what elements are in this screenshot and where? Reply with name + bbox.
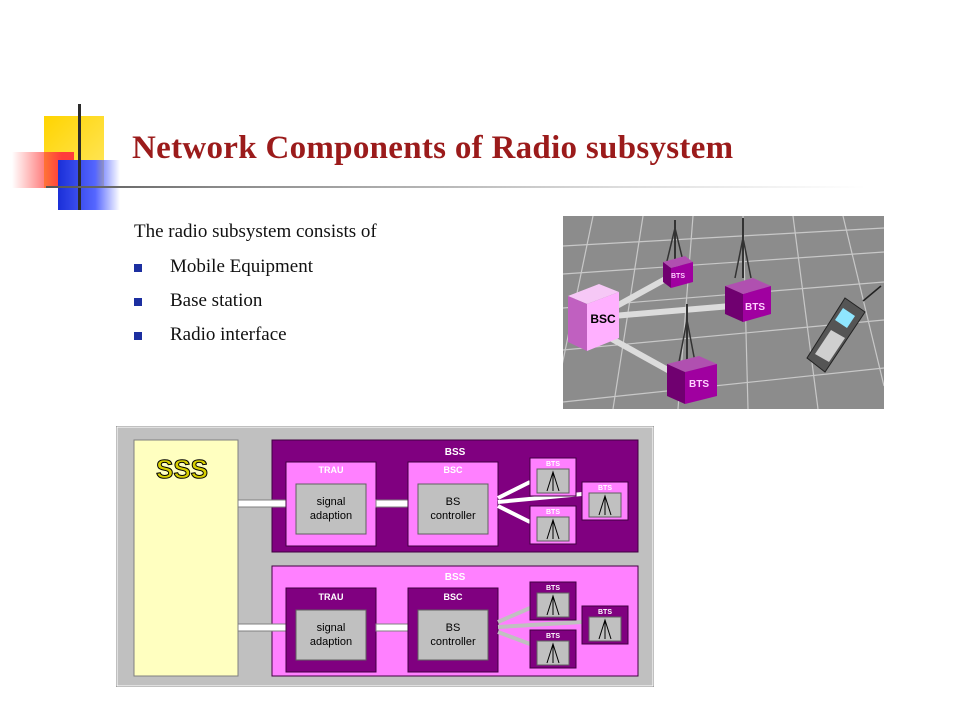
network-links — [600, 273, 734, 377]
bts-box: BTS — [529, 457, 577, 497]
trau-label: TRAU — [319, 592, 344, 602]
bts-label: BTS — [598, 609, 612, 616]
intro-text: The radio subsystem consists of — [134, 221, 377, 242]
bullet-square-icon — [134, 264, 142, 272]
sss-label: SSS — [156, 454, 208, 484]
bsc-label: BSC — [590, 312, 616, 326]
sss-block: SSS — [133, 439, 239, 677]
bts-label: BTS — [671, 273, 685, 280]
slide-title: Network Components of Radio subsystem — [132, 130, 734, 166]
bts-node: BTS — [667, 304, 717, 404]
bsc-text: controller — [430, 510, 476, 522]
bts-label: BTS — [546, 461, 560, 468]
mobile-phone-icon — [806, 285, 882, 373]
bss-block-diagram: SSS BSS TRAU signal adaption BSC BS cont… — [116, 426, 654, 687]
trau-text: signal — [317, 622, 346, 634]
bts-box: BTS — [529, 505, 577, 545]
bts-label: BTS — [598, 485, 612, 492]
bsc-node: BSC — [568, 284, 619, 351]
bts-label: BTS — [546, 585, 560, 592]
bts-box: BTS — [529, 581, 577, 621]
title-underline — [46, 186, 866, 188]
bsc-label: BSC — [443, 465, 463, 475]
bullet-list: Mobile Equipment Base station Radio inte… — [134, 256, 313, 358]
bss-block-dark: BSS TRAU signal adaption BSC BS controll… — [237, 439, 639, 553]
trau-text: adaption — [310, 510, 352, 522]
trau-text: signal — [317, 496, 346, 508]
bsc-text: controller — [430, 636, 476, 648]
bsc-text: BS — [446, 496, 461, 508]
bullet-item: Radio interface — [134, 324, 313, 358]
bts-label: BTS — [689, 379, 709, 390]
bullet-square-icon — [134, 332, 142, 340]
bss-block-light: BSS TRAU signal adaption BSC BS controll… — [237, 565, 639, 677]
bts-label: BTS — [546, 633, 560, 640]
network-3d-figure: BSC BTS BTS BTS — [563, 216, 884, 409]
bullet-item: Base station — [134, 290, 313, 324]
bts-box: BTS — [529, 629, 577, 669]
bullet-item: Mobile Equipment — [134, 256, 313, 290]
bts-box: BTS — [581, 605, 629, 645]
bts-node: BTS — [663, 220, 693, 288]
decor-blue-square — [58, 160, 120, 210]
bts-label: BTS — [546, 509, 560, 516]
bsc-text: BS — [446, 622, 461, 634]
trau-text: adaption — [310, 636, 352, 648]
bts-boxes: BTS BTS BTS BTS BTS BTS — [529, 457, 629, 669]
trau-label: TRAU — [319, 465, 344, 475]
bss-label: BSS — [445, 572, 466, 583]
bts-node: BTS — [725, 218, 771, 322]
bts-box: BTS — [581, 481, 629, 521]
bss-label: BSS — [445, 447, 466, 458]
decor-vertical-line — [78, 104, 81, 210]
bullet-square-icon — [134, 298, 142, 306]
bsc-label: BSC — [443, 592, 463, 602]
bts-label: BTS — [745, 302, 765, 313]
